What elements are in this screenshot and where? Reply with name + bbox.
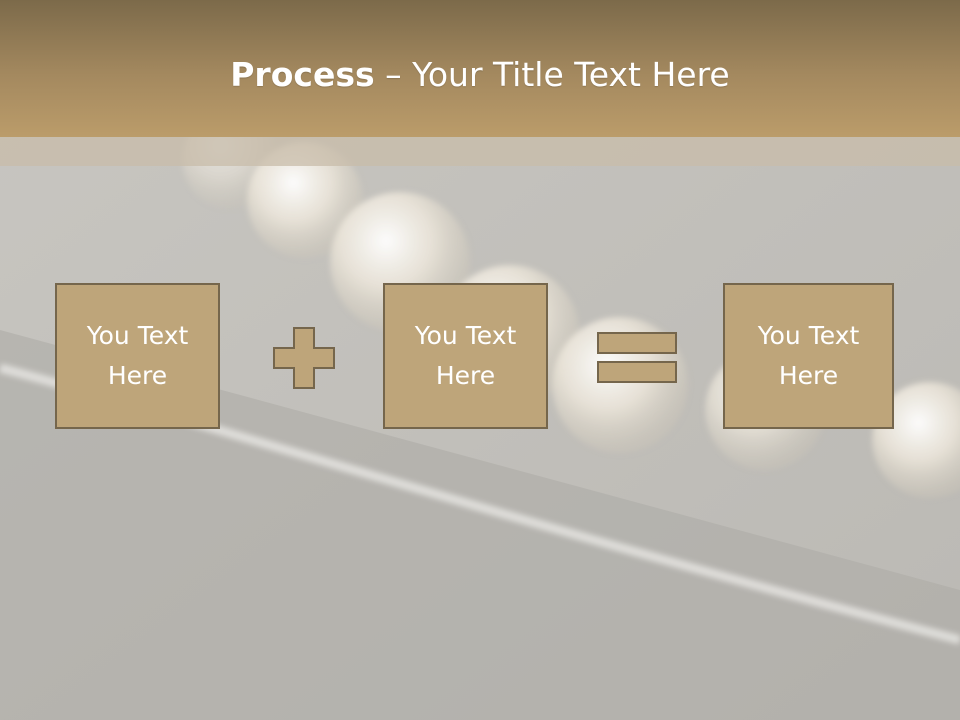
title-bold: Process — [230, 55, 375, 94]
process-box-2-text: You Text Here — [414, 321, 517, 390]
title-rest: – Your Title Text Here — [374, 55, 730, 94]
process-box-1-text: You Text Here — [86, 321, 189, 390]
process-box-2[interactable]: You Text Here — [383, 283, 548, 429]
plus-icon — [273, 327, 335, 389]
slide-title: Process – Your Title Text Here — [0, 50, 960, 100]
process-box-result-text: You Text Here — [757, 321, 860, 390]
title-bar-band — [0, 137, 960, 166]
equals-icon — [597, 332, 677, 383]
process-box-1[interactable]: You Text Here — [55, 283, 220, 429]
process-box-result[interactable]: You Text Here — [723, 283, 894, 429]
title-bar — [0, 0, 960, 137]
